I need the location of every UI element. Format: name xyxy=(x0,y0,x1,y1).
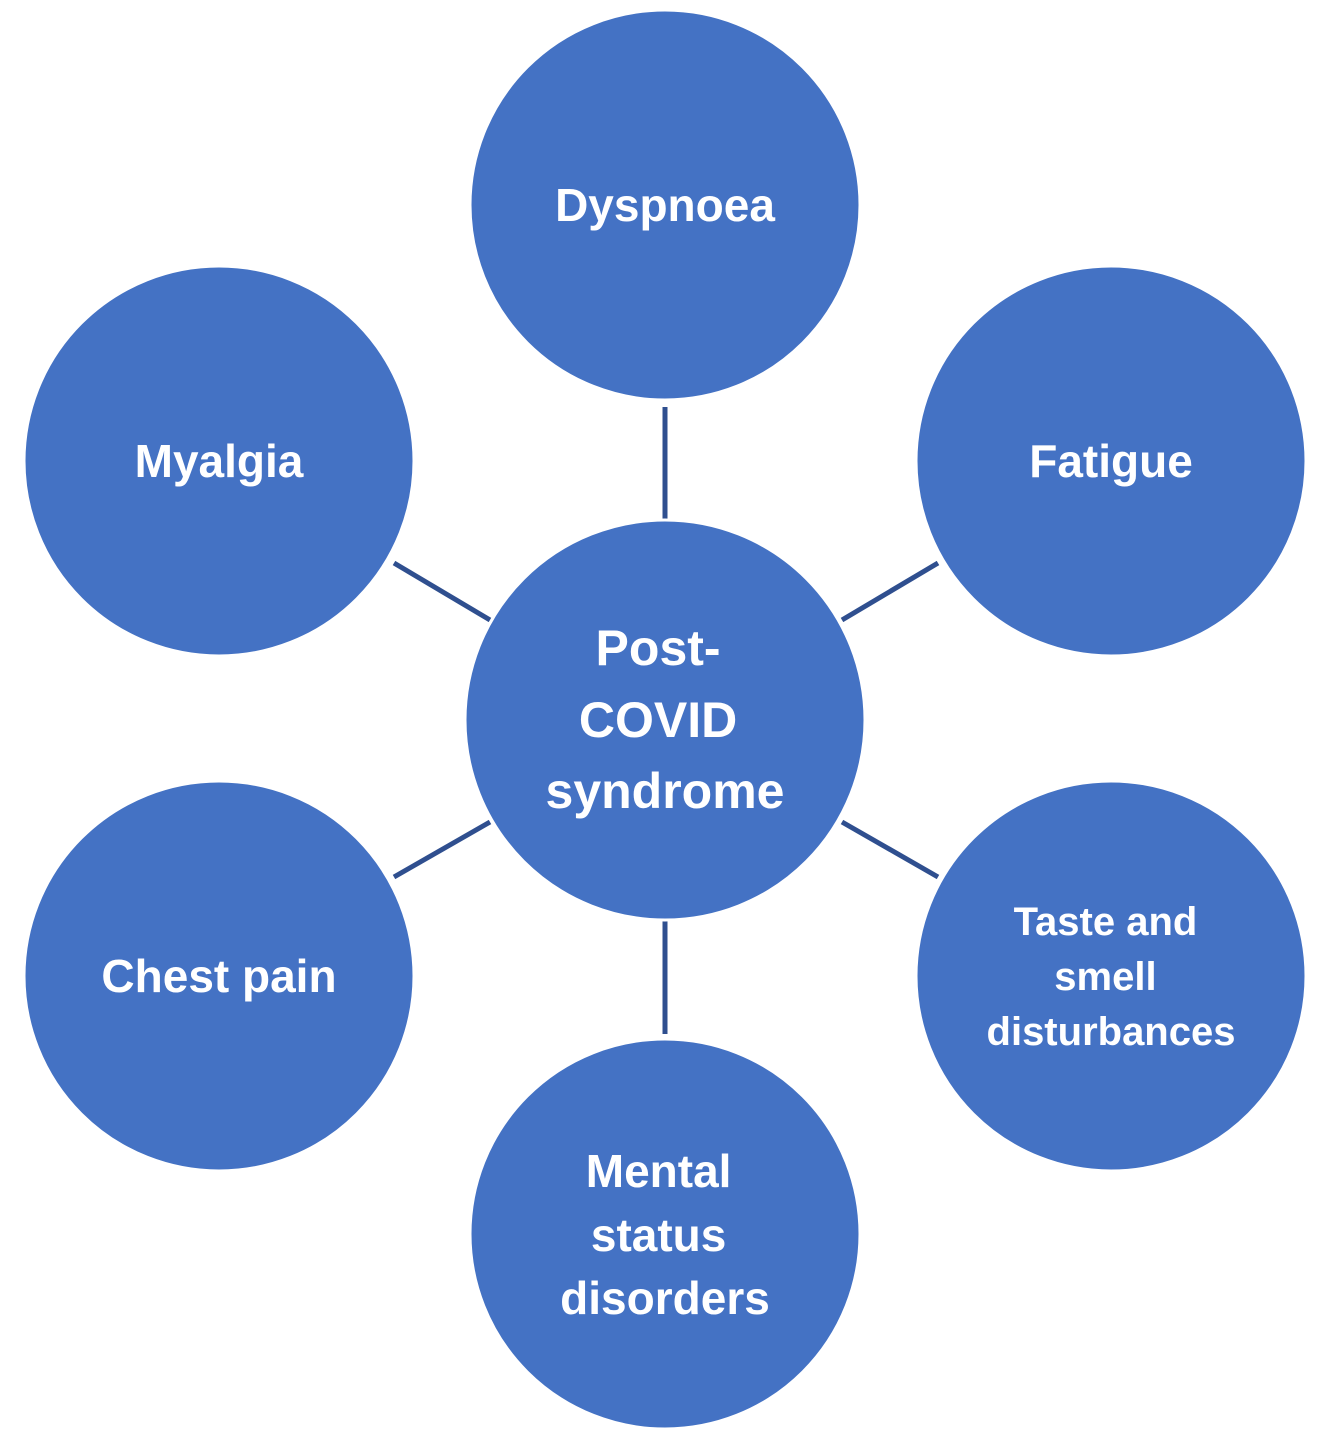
node-fatigue-label: Fatigue xyxy=(1029,435,1193,487)
node-center-line-1: Post- xyxy=(596,620,721,676)
node-center-circle xyxy=(463,518,867,922)
node-chest-pain-label: Chest pain xyxy=(101,950,336,1002)
node-fatigue: Fatigue xyxy=(914,264,1308,658)
connector-myalgia xyxy=(392,560,492,623)
node-taste-smell-label: Taste and smell disturbances xyxy=(987,900,1236,1054)
node-taste-smell-line-3: disturbances xyxy=(987,1010,1236,1054)
node-fatigue-line: Fatigue xyxy=(1029,435,1193,487)
node-myalgia-line: Myalgia xyxy=(135,435,304,487)
node-chest-pain: Chest pain xyxy=(22,779,416,1173)
node-chest-pain-line: Chest pain xyxy=(101,950,336,1002)
node-mental-status-line-1: Mental xyxy=(586,1145,732,1197)
node-mental-status-circle xyxy=(468,1037,862,1431)
node-mental-status: Mental status disorders xyxy=(468,1037,862,1431)
node-taste-smell: Taste and smell disturbances xyxy=(914,779,1308,1173)
node-center-label: Post- COVID syndrome xyxy=(546,620,785,819)
node-myalgia: Myalgia xyxy=(22,264,416,658)
connector-chest-pain xyxy=(392,819,492,880)
node-center: Post- COVID syndrome xyxy=(463,518,867,922)
connector-taste-smell xyxy=(840,819,940,880)
node-myalgia-circle xyxy=(22,264,416,658)
node-fatigue-circle xyxy=(914,264,1308,658)
node-dyspnoea-label: Dyspnoea xyxy=(555,179,775,231)
node-center-line-2: COVID xyxy=(579,692,737,748)
node-taste-smell-circle xyxy=(914,779,1308,1173)
symptom-nodes: Dyspnoea Fatigue Taste and smell disturb… xyxy=(22,8,1308,1431)
node-mental-status-label: Mental status disorders xyxy=(560,1145,770,1324)
node-dyspnoea-line: Dyspnoea xyxy=(555,179,775,231)
node-dyspnoea-circle xyxy=(468,8,862,402)
node-chest-pain-circle xyxy=(22,779,416,1173)
node-taste-smell-line-1: Taste and xyxy=(1014,900,1198,944)
node-taste-smell-line-2: smell xyxy=(1054,955,1156,999)
node-myalgia-label: Myalgia xyxy=(135,435,304,487)
node-mental-status-line-2: status xyxy=(591,1209,726,1261)
connector-fatigue xyxy=(840,560,940,623)
node-center-line-3: syndrome xyxy=(546,763,785,819)
node-dyspnoea: Dyspnoea xyxy=(468,8,862,402)
node-mental-status-line-3: disorders xyxy=(560,1272,770,1324)
connectors xyxy=(392,407,940,1034)
